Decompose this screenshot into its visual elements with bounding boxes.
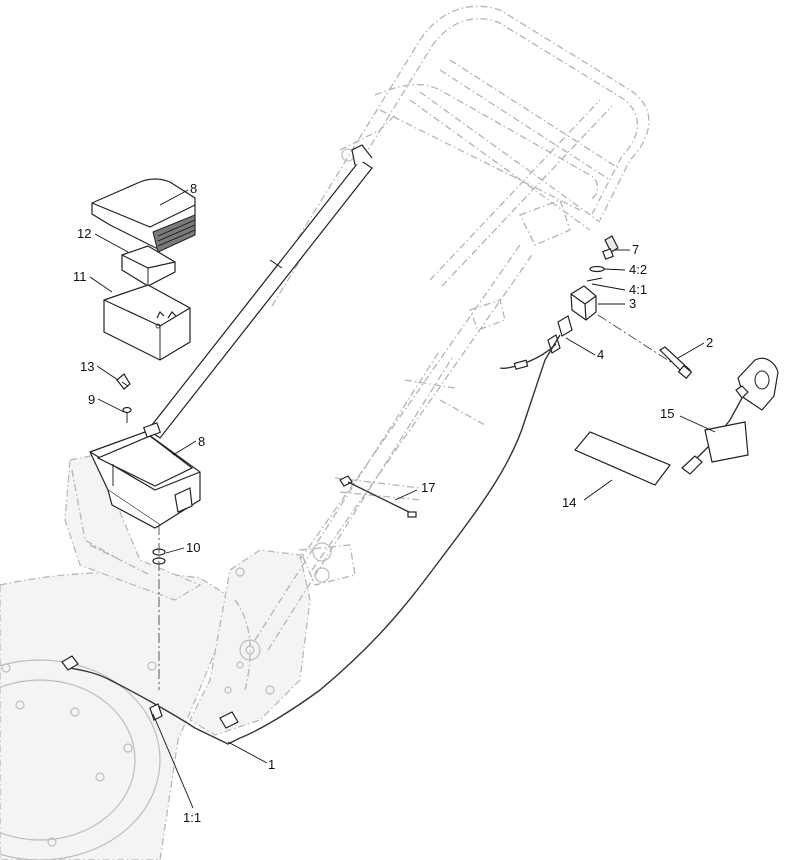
callout-1-1: 1:1 (183, 810, 201, 825)
ground-terminal-part (149, 703, 163, 721)
callout-10: 10 (186, 540, 200, 555)
lower-handle-tube (147, 144, 373, 439)
terminal-clip-part (116, 373, 131, 390)
screw-part (122, 406, 132, 423)
bolt-part (659, 346, 693, 380)
callout-13: 13 (80, 359, 94, 374)
callout-8-box: 8 (198, 434, 205, 449)
callout-11: 11 (73, 269, 87, 284)
deck-bowl-ghost (0, 659, 161, 860)
callout-9: 9 (88, 392, 95, 407)
lower-handle-right-ghost (299, 244, 533, 571)
main-harness-part (61, 655, 239, 729)
callout-14: 14 (562, 495, 576, 510)
battery-part (103, 284, 191, 361)
callout-4: 4 (597, 347, 604, 362)
key-part (602, 235, 619, 260)
callout-1: 1 (268, 757, 275, 772)
leader-lines (89, 189, 716, 809)
handle-top-loop-ghost (419, 5, 650, 221)
callout-8-cover: 8 (190, 181, 197, 196)
battery-box-part (89, 422, 201, 529)
decal-part (574, 431, 671, 486)
callout-labels: 8 12 11 13 9 8 10 7 4:2 4:1 3 4 2 15 14 … (73, 181, 713, 825)
battery-cover-part (91, 178, 196, 253)
lower-handle-left-ghost (254, 349, 453, 651)
switch-ring-part (586, 265, 605, 282)
deck-bowl-inner-ghost (0, 679, 136, 841)
key-fob-part (681, 357, 779, 475)
callout-12: 12 (77, 226, 91, 241)
cable-tie-part (339, 475, 417, 518)
bail-bar-ghost (374, 83, 599, 211)
key-switch-part (570, 285, 597, 321)
callout-3: 3 (629, 296, 636, 311)
callout-7: 7 (632, 242, 639, 257)
mower-context-ghost (0, 5, 650, 860)
callout-4-2: 4:2 (629, 262, 647, 277)
callout-4-1: 4:1 (629, 282, 647, 297)
callout-2: 2 (706, 335, 713, 350)
callout-15: 15 (660, 406, 674, 421)
foam-pad-part (121, 245, 176, 287)
callout-17: 17 (421, 480, 435, 495)
switch-harness-part (194, 315, 573, 745)
centerline-key-switch (597, 314, 681, 369)
